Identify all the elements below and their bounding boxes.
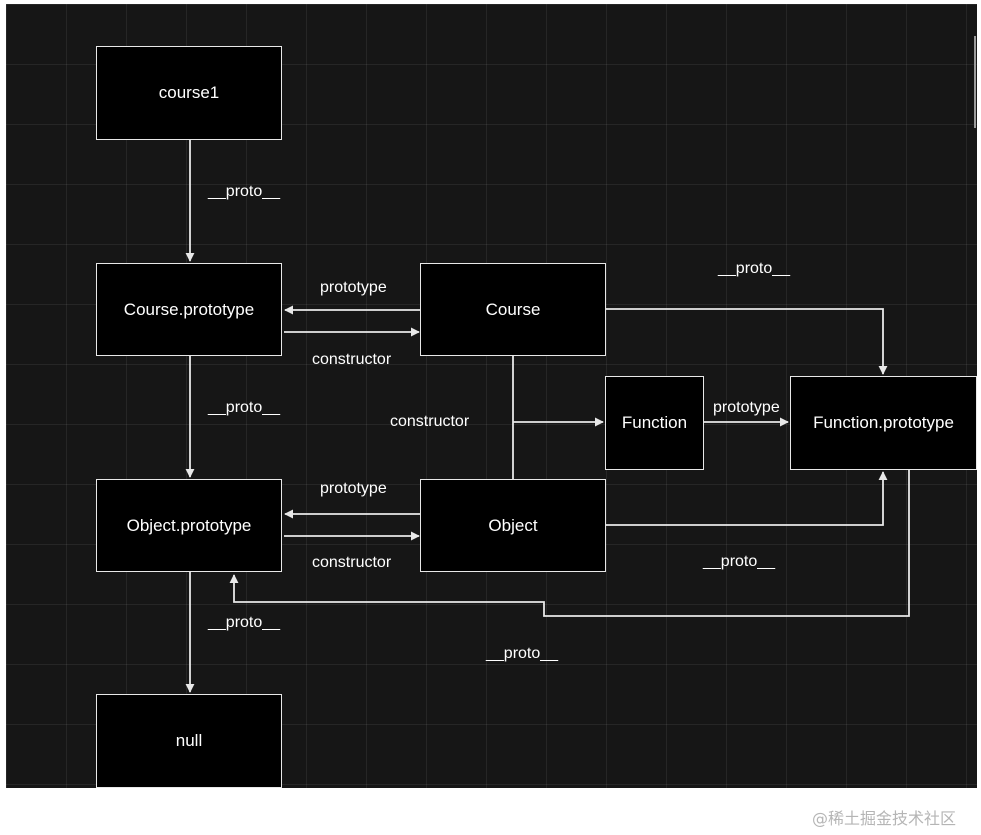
node-object-prototype[interactable]: Object.prototype bbox=[96, 479, 282, 572]
node-course-prototype[interactable]: Course.prototype bbox=[96, 263, 282, 356]
label-proto-course1: __proto__ bbox=[208, 183, 281, 200]
label-proto-course-prototype: __proto__ bbox=[208, 399, 281, 416]
node-null[interactable]: null bbox=[96, 694, 282, 788]
watermark: @稀土掘金技术社区 bbox=[812, 809, 957, 828]
label-proto-object: __proto__ bbox=[703, 553, 776, 570]
edge-course-to-function-prototype bbox=[606, 308, 888, 375]
node-course1[interactable]: course1 bbox=[96, 46, 282, 140]
label-prototype-object: prototype bbox=[320, 480, 387, 497]
label-constructor-course: constructor bbox=[312, 351, 392, 368]
diagram-canvas: course1 Course.prototype Course Function… bbox=[6, 4, 977, 788]
node-function[interactable]: Function bbox=[605, 376, 704, 470]
label-prototype-function: prototype bbox=[713, 399, 780, 416]
node-course[interactable]: Course bbox=[420, 263, 606, 356]
node-object[interactable]: Object bbox=[420, 479, 606, 572]
edges-layer bbox=[185, 140, 910, 693]
label-proto-course: __proto__ bbox=[718, 260, 791, 277]
edge-object-to-function-prototype bbox=[606, 471, 888, 526]
edge-function-prototype-to-object-prototype bbox=[229, 469, 910, 617]
label-proto-object-prototype: __proto__ bbox=[208, 614, 281, 631]
node-function-prototype[interactable]: Function.prototype bbox=[790, 376, 977, 470]
right-edge-marker bbox=[974, 36, 979, 128]
label-prototype-course: prototype bbox=[320, 279, 387, 296]
label-proto-function-prototype: __proto__ bbox=[486, 645, 559, 662]
label-constructor-object: constructor bbox=[312, 554, 392, 571]
label-constructor-to-function: constructor bbox=[390, 413, 470, 430]
